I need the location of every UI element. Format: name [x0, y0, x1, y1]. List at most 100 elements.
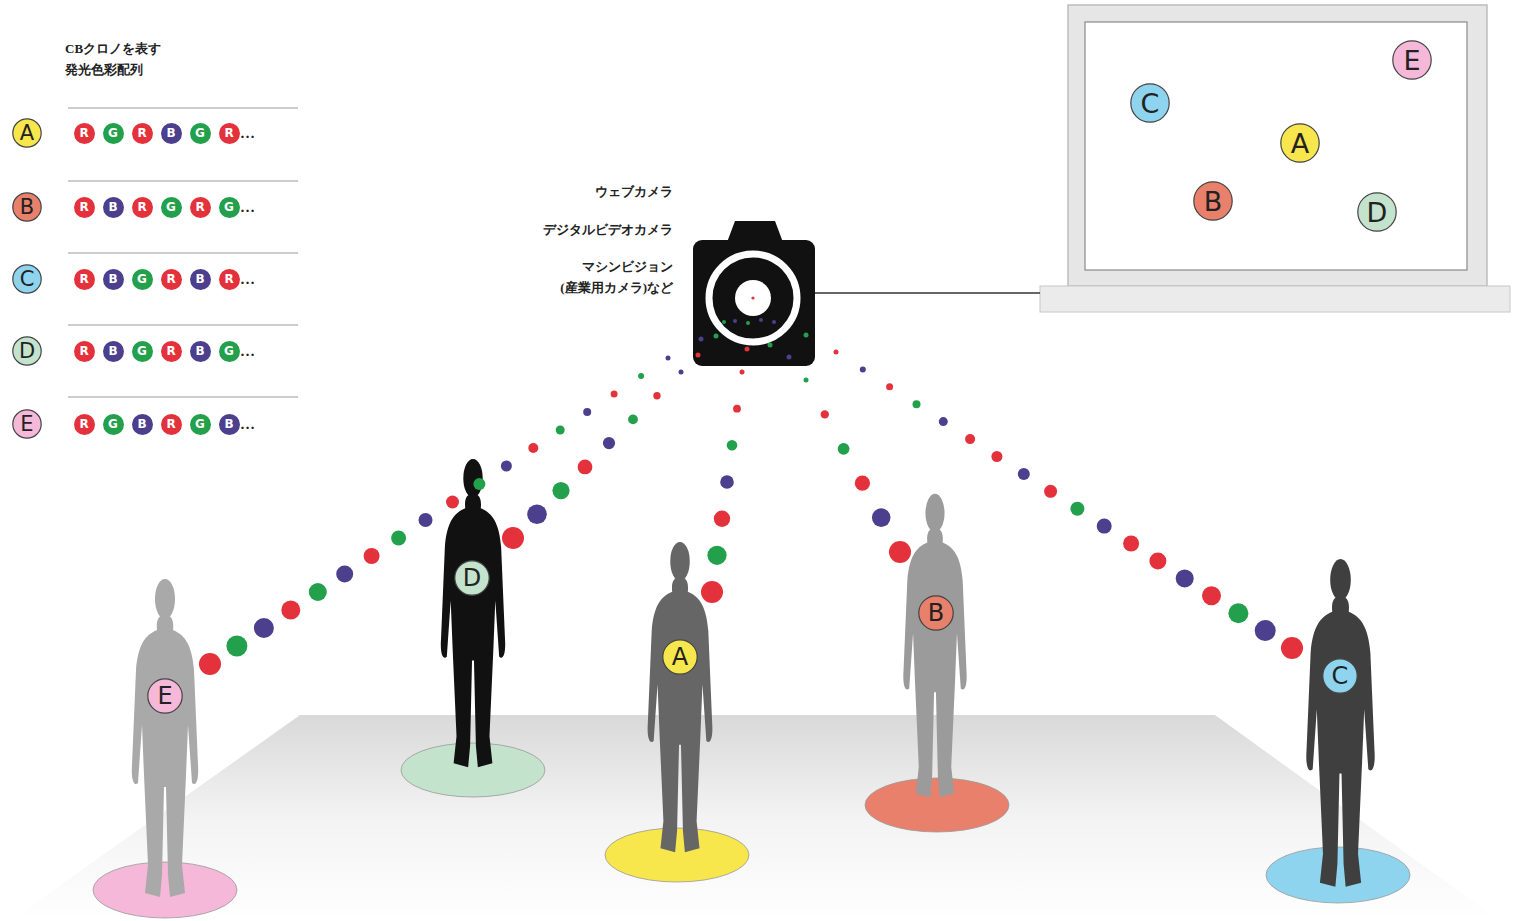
ellipsis: …	[240, 412, 270, 437]
circle-text-wrap: B	[103, 197, 124, 218]
light-dot	[1070, 502, 1084, 516]
light-dot	[552, 482, 569, 499]
light-dot	[666, 356, 671, 361]
light-dot	[838, 443, 850, 455]
color-dot: G	[132, 341, 153, 362]
light-dot	[886, 383, 893, 390]
circle-letter: B	[108, 345, 117, 357]
circle-text-wrap: G	[190, 414, 211, 435]
circle-letter: R	[166, 418, 175, 430]
circle-text-wrap: B	[918, 595, 954, 631]
circle-text-wrap: D	[454, 560, 490, 596]
floor-spot	[93, 862, 237, 918]
light-dot	[679, 370, 684, 375]
circle-text-wrap: B	[12, 192, 42, 222]
light-dot	[446, 496, 459, 509]
light-dot	[473, 478, 485, 490]
circle-letter: E	[157, 684, 172, 708]
light-dot	[1149, 552, 1166, 569]
circle-letter: R	[224, 273, 233, 285]
circle-text-wrap: B	[103, 341, 124, 362]
color-dot: G	[190, 123, 211, 144]
circle-text-wrap: E	[12, 409, 42, 439]
color-dot: B	[132, 414, 153, 435]
circle-letter: C	[1332, 664, 1349, 688]
legend-heading: CBクロノを表す 発光色彩配列	[65, 38, 195, 81]
circle-text-wrap: R	[161, 341, 182, 362]
circle-letter: R	[137, 127, 146, 139]
color-dot: R	[161, 414, 182, 435]
light-dot	[1281, 637, 1303, 659]
circle-letter: R	[79, 201, 88, 213]
circle-letter: G	[108, 418, 118, 430]
light-dot	[309, 583, 327, 601]
light-dot	[965, 434, 975, 444]
light-dot	[391, 531, 406, 546]
camera	[693, 221, 815, 366]
person-marker: B	[918, 595, 954, 631]
light-dot	[714, 511, 730, 527]
floor-spot	[865, 778, 1009, 832]
light-dot	[1255, 620, 1276, 641]
light-dot	[1044, 485, 1057, 498]
color-dot: R	[74, 197, 95, 218]
circle-letter: B	[1204, 188, 1223, 215]
circle-letter: E	[1403, 47, 1420, 74]
circle-text-wrap: G	[132, 269, 153, 290]
circle-text-wrap: C	[1322, 658, 1358, 694]
circle-text-wrap: D	[1357, 192, 1397, 232]
circle-letter: R	[79, 418, 88, 430]
color-dot: G	[161, 197, 182, 218]
circle-text-wrap: R	[74, 123, 95, 144]
light-dot	[1018, 468, 1030, 480]
id-circle: E	[12, 409, 42, 439]
circle-letter: R	[79, 345, 88, 357]
circle-letter: R	[79, 127, 88, 139]
circle-letter: R	[224, 127, 233, 139]
light-dot	[611, 391, 618, 398]
color-dot: R	[132, 123, 153, 144]
light-dot	[281, 601, 300, 620]
id-circle: C	[12, 264, 42, 294]
color-dot: R	[132, 197, 153, 218]
circle-text-wrap: R	[190, 197, 211, 218]
light-dot	[872, 508, 891, 527]
color-dot: B	[103, 269, 124, 290]
color-dot: B	[190, 269, 211, 290]
color-dot: R	[161, 269, 182, 290]
ellipsis: …	[240, 121, 270, 146]
circle-letter: B	[224, 418, 233, 430]
person-silhouette	[132, 579, 198, 897]
circle-text-wrap: C	[12, 264, 42, 294]
circle-letter: G	[108, 127, 118, 139]
circle-text-wrap: R	[219, 269, 240, 290]
circle-text-wrap: G	[103, 123, 124, 144]
id-circle: D	[12, 336, 42, 366]
light-dot	[364, 548, 380, 564]
color-dot: B	[219, 414, 240, 435]
color-dot: G	[132, 269, 153, 290]
light-dot	[653, 392, 660, 399]
circle-letter: B	[195, 345, 204, 357]
circle-text-wrap: E	[147, 678, 183, 714]
circle-letter: G	[195, 127, 205, 139]
light-dot	[733, 405, 741, 413]
circle-text-wrap: R	[161, 414, 182, 435]
circle-letter: C	[20, 269, 35, 290]
light-dot	[834, 350, 839, 355]
circle-letter: B	[166, 127, 175, 139]
circle-text-wrap: E	[1392, 40, 1432, 80]
circle-letter: R	[79, 273, 88, 285]
camera-cable	[815, 292, 1040, 294]
circle-letter: G	[137, 345, 147, 357]
circle-letter: B	[928, 601, 944, 625]
circle-text-wrap: G	[219, 197, 240, 218]
id-circle: A	[12, 118, 42, 148]
color-dot: R	[74, 414, 95, 435]
circle-text-wrap: B	[190, 269, 211, 290]
circle-text-wrap: A	[1280, 123, 1320, 163]
light-dot	[527, 505, 547, 525]
color-dot: R	[219, 123, 240, 144]
camera-type-label: マシンビジョン (産業用カメラ)など	[493, 256, 673, 299]
